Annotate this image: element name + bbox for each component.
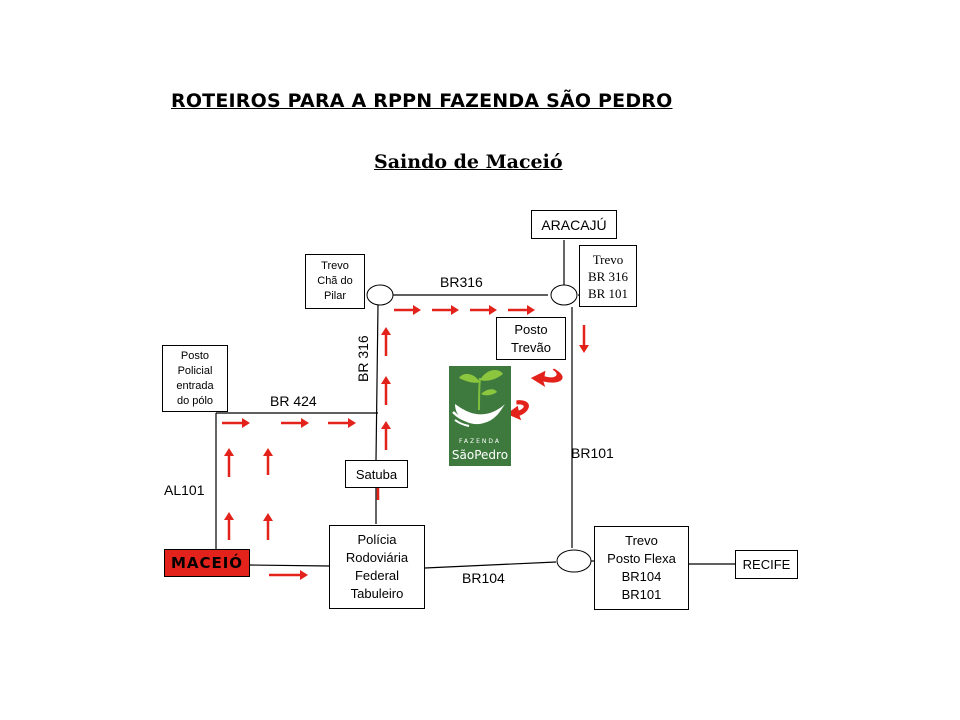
trevo-br316-line-2: BR 316 <box>587 268 629 284</box>
posto-flexa-line-3: BR104 <box>621 569 662 584</box>
box-aracaju: ARACAJÚ <box>531 210 617 239</box>
trevo-br316-line-1: Trevo <box>592 251 624 267</box>
posto-flexa-line-2: Posto Flexa <box>607 551 676 566</box>
road-label-br316-horizontal: BR316 <box>440 274 483 290</box>
route-arrow-head-1 <box>224 512 234 520</box>
box-policia-rodoviaria: Polícia Rodoviária Federal Tabuleiro <box>329 525 425 609</box>
box-posto-trevao: Posto Trevão <box>496 317 566 360</box>
fazenda-sao-pedro-logo: FAZENDA SãoPedro <box>449 366 511 466</box>
route-arrow-head-17 <box>300 570 308 580</box>
route-arrows <box>222 305 589 580</box>
turn-arrow-lower <box>505 399 530 422</box>
posto-policial-line-2: Policial <box>177 364 213 377</box>
box-trevo-br316-br101: Trevo BR 316 BR 101 <box>579 245 637 307</box>
posto-flexa-line-1: Trevo <box>625 533 658 548</box>
road-br104 <box>424 561 557 569</box>
trevo-br316-line-3: BR 101 <box>587 285 629 301</box>
maceio-label: MACEIÓ <box>170 554 244 572</box>
page-subtitle: Saindo de Maceió <box>374 151 563 173</box>
box-maceio: MACEIÓ <box>164 549 250 577</box>
cha-do-pilar-line-3: Pilar <box>323 290 346 302</box>
route-arrow-head-14 <box>527 305 535 315</box>
route-arrow-head-7 <box>348 418 356 428</box>
route-arrow-head-5 <box>242 418 250 428</box>
aracaju-label: ARACAJÚ <box>541 216 607 233</box>
box-trevo-posto-flexa: Trevo Posto Flexa BR104 BR101 <box>594 526 689 610</box>
satuba-label: Satuba <box>355 466 398 482</box>
route-arrow-head-4 <box>263 448 273 456</box>
road-lines <box>215 240 735 569</box>
policia-line-4: Tabuleiro <box>350 586 404 601</box>
roundabout-br316-br101 <box>550 284 578 306</box>
route-arrow-head-15 <box>579 345 589 353</box>
box-satuba: Satuba <box>345 460 408 488</box>
policia-line-2: Rodoviária <box>345 550 409 565</box>
route-arrow-head-9 <box>381 376 391 384</box>
road-br316-vertical <box>375 304 379 461</box>
logo-hand-sprout-icon <box>452 370 505 427</box>
route-arrow-head-3 <box>263 513 273 521</box>
cha-do-pilar-line-1: Trevo <box>321 260 349 272</box>
posto-flexa-line-4: BR101 <box>621 587 662 602</box>
logo-word-bottom: SãoPedro <box>451 448 509 462</box>
page-title: ROTEIROS PARA A RPPN FAZENDA SÃO PEDRO <box>171 90 673 112</box>
road-label-br316-vertical: BR 316 <box>355 335 371 382</box>
box-posto-policial: Posto Policial entrada do pólo <box>162 345 228 412</box>
route-arrow-head-11 <box>413 305 421 315</box>
route-arrow-head-13 <box>489 305 497 315</box>
posto-trevao-line-2: Trevão <box>511 339 551 355</box>
route-arrow-head-12 <box>451 305 459 315</box>
recife-label: RECIFE <box>742 557 791 572</box>
road-label-br104: BR104 <box>462 570 505 586</box>
posto-policial-line-4: do pólo <box>176 394 214 407</box>
roundabout-cha-do-pilar <box>366 284 394 306</box>
road-label-br101: BR101 <box>571 445 614 461</box>
logo-word-top: FAZENDA <box>458 438 501 445</box>
posto-policial-line-3: entrada <box>176 379 214 392</box>
road-maceio-policia <box>249 564 330 567</box>
posto-policial-line-1: Posto <box>180 349 210 362</box>
box-trevo-cha-do-pilar: Trevo Chã do Pilar <box>305 254 365 309</box>
posto-trevao-line-1: Posto <box>514 321 548 337</box>
cha-do-pilar-line-2: Chã do <box>317 275 353 287</box>
roundabout-posto-flexa <box>556 549 592 573</box>
route-arrow-head-10 <box>381 327 391 335</box>
turn-arrows <box>505 367 564 422</box>
route-arrow-head-6 <box>301 418 309 428</box>
box-recife: RECIFE <box>735 550 798 579</box>
turn-arrow-upper <box>529 367 564 389</box>
route-arrow-head-8 <box>381 421 391 429</box>
policia-line-1: Polícia <box>357 532 397 547</box>
road-label-br424: BR 424 <box>270 393 317 409</box>
policia-line-3: Federal <box>354 568 400 583</box>
roundabouts <box>366 284 592 573</box>
route-arrow-head-2 <box>224 448 234 456</box>
road-label-al101: AL101 <box>164 482 205 498</box>
